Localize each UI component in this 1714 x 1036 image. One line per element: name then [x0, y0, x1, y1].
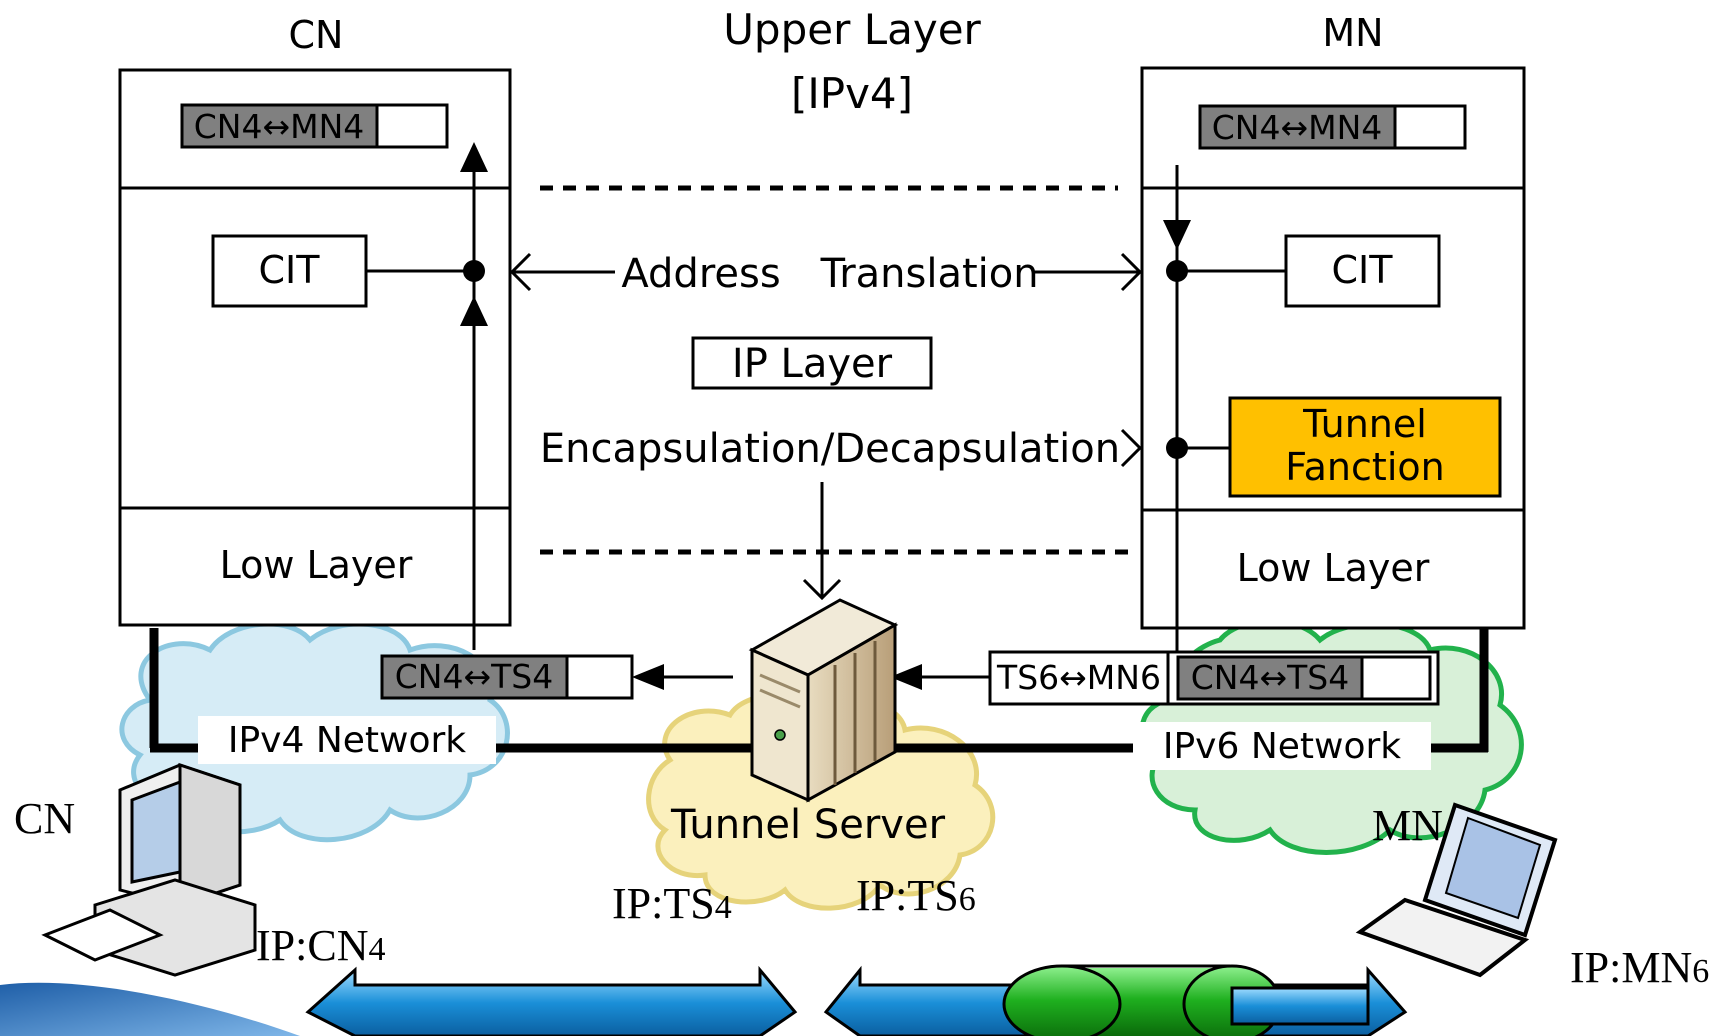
mn-laptop-icon: [1355, 802, 1558, 978]
cn-upper-packet: CN4↔MN4: [180, 103, 449, 149]
mn-title: MN: [1322, 11, 1383, 55]
cn-arrow-up-mid: [460, 296, 488, 326]
address-translation-arrow-left: [509, 252, 532, 292]
cn-ip-label: IP:CN4: [256, 921, 385, 970]
ts4-ip-prefix: IP:TS: [612, 879, 715, 928]
ts4-ip-label: IP:TS4: [612, 879, 732, 928]
ipv4-path-arrow: [305, 965, 798, 1036]
ipv4-packet-label: CN4↔TS4: [395, 657, 553, 696]
mn-low-layer: Low Layer: [1237, 546, 1430, 590]
ipv6-tunnel-icon: [1002, 964, 1370, 1036]
cn-cit-box: CIT: [211, 234, 368, 308]
address-translation-label: Address Translation: [621, 251, 1038, 297]
cn-low-layer: Low Layer: [220, 543, 413, 587]
upper-layer-label: Upper Layer: [723, 5, 981, 54]
ipv6-label-bg: [1133, 722, 1431, 770]
slide-corner-decoration: [0, 982, 300, 1036]
ipv4-network-label: IPv4 Network: [228, 720, 466, 761]
encapsulation-label: Encapsulation/Decapsulation: [540, 426, 1120, 472]
mn-protocol-stack: [1140, 66, 1526, 630]
cn-arrow-up-top: [460, 142, 488, 172]
tunnel-function-line2: Fanction: [1285, 445, 1444, 489]
ip-layer-label: IP Layer: [732, 341, 893, 387]
ipv6-network-label: IPv6 Network: [1163, 726, 1401, 767]
tunnel-server-icon: [748, 598, 899, 803]
ipv4-label-bg: [198, 716, 496, 764]
mn-cit-box: CIT: [1284, 234, 1441, 308]
cn-title: CN: [289, 13, 344, 57]
encapsulation-arrow: [1120, 428, 1143, 468]
mn-upper-packet: CN4↔MN4: [1198, 104, 1467, 150]
cn-cit-label: CIT: [259, 248, 321, 292]
cn-ip-subscript: 4: [368, 931, 385, 968]
ipv6-outer-header: TS6↔MN6: [996, 658, 1161, 697]
mn-host-label: MN: [1372, 801, 1443, 850]
mn-cit-label: CIT: [1332, 248, 1394, 292]
mn-ip-label: IP:MN6: [1570, 943, 1709, 992]
cn-host-label: CN: [14, 794, 75, 843]
ts6-ip-prefix: IP:TS: [856, 871, 959, 920]
ipv4-packet: CN4↔TS4: [380, 654, 634, 700]
cn-upper-packet-label: CN4↔MN4: [194, 107, 365, 146]
ts6-ip-subscript: 6: [959, 881, 976, 918]
mn-ip-subscript: 6: [1692, 953, 1709, 990]
mn-upper-packet-label: CN4↔MN4: [1212, 108, 1383, 147]
cn-computer-icon: [41, 762, 257, 977]
server-to-cn-arrowhead: [632, 664, 664, 690]
cn-ip-prefix: IP:CN: [256, 921, 368, 970]
tunnel-function-line1: Tunnel: [1302, 402, 1427, 446]
ts4-ip-subscript: 4: [715, 889, 732, 926]
ts6-ip-label: IP:TS6: [856, 871, 976, 920]
upper-layer-protocol: [IPv4]: [791, 69, 913, 118]
mn-arrow-down: [1163, 220, 1191, 250]
tunnel-server-label: Tunnel Server: [670, 802, 946, 848]
ipv6-packet: TS6↔MN6 CN4↔TS4: [988, 650, 1440, 706]
encapsulation-to-server-arrow: [802, 578, 842, 601]
mn-ip-prefix: IP:MN: [1570, 943, 1692, 992]
address-translation-arrow-right: [1120, 252, 1143, 292]
mn-to-server-arrowhead: [890, 664, 922, 690]
tunnel-function-box: Tunnel Fanction: [1228, 396, 1502, 498]
ipv6-inner-packet-label: CN4↔TS4: [1191, 658, 1349, 697]
cn-protocol-stack: [118, 68, 512, 627]
ip-layer-box: IP Layer: [691, 336, 933, 390]
